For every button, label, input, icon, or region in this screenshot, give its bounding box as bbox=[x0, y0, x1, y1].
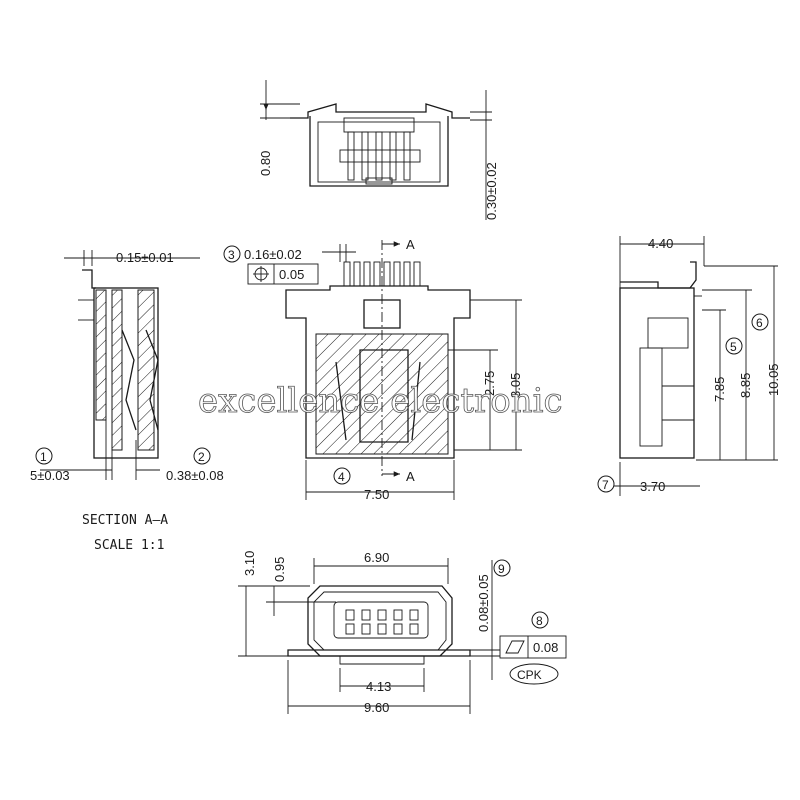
callout-1-label: 1 bbox=[40, 450, 47, 464]
cpk-badge bbox=[509, 663, 559, 685]
dim-690-label: 6.90 bbox=[364, 550, 389, 565]
callout-2 bbox=[193, 447, 211, 465]
callout-5-label: 5 bbox=[730, 340, 737, 354]
dim-095-label: 0.95 bbox=[272, 557, 287, 582]
dim-right-label: 0.38±0.08 bbox=[166, 468, 224, 483]
side-view: 4.40 7.85 8.85 10.05 5 6 7 3.70 bbox=[597, 236, 781, 496]
top-view-pins bbox=[339, 117, 421, 185]
cpk-label: CPK bbox=[517, 668, 542, 682]
section-caption: SECTION A–A bbox=[82, 513, 168, 528]
dim-960-label: 9.60 bbox=[364, 700, 389, 715]
dim-lead-label: 0.30±0.02 bbox=[484, 162, 499, 220]
callout-5 bbox=[725, 337, 743, 355]
callout-9 bbox=[493, 559, 511, 577]
callout-7-label: 7 bbox=[602, 478, 609, 492]
dim-height-label: 0.80 bbox=[258, 151, 273, 176]
flatness-symbol-icon bbox=[505, 640, 525, 654]
callout-3-label: 3 bbox=[228, 248, 235, 262]
dim-width-label: 7.50 bbox=[364, 487, 389, 502]
dim-310-label: 3.10 bbox=[242, 551, 257, 576]
dim-1005-label: 10.05 bbox=[766, 363, 781, 396]
scale-caption: SCALE 1:1 bbox=[94, 538, 164, 553]
dim-bottom-label: 3.70 bbox=[640, 479, 665, 494]
dim-785-label: 7.85 bbox=[712, 377, 727, 402]
top-view: 0.80 0.30±0.02 bbox=[258, 80, 499, 220]
flatness-tolerance-frame bbox=[499, 635, 567, 659]
callout-1 bbox=[35, 447, 53, 465]
dim-885-label: 8.85 bbox=[738, 373, 753, 398]
callout-7 bbox=[597, 475, 615, 493]
callout-6 bbox=[751, 313, 769, 331]
section-marker-top: A bbox=[406, 237, 415, 252]
dim-305-label: 3.05 bbox=[508, 373, 523, 398]
bottom-view: 6.90 3.10 0.95 0.08±0.05 9 8 0.08 CPK 4.… bbox=[238, 550, 567, 715]
callout-2-label: 2 bbox=[198, 450, 205, 464]
front-view: 3 0.16±0.02 0.05 A A bbox=[223, 237, 523, 502]
callout-3 bbox=[223, 245, 241, 263]
dim-008-label: 0.08±0.05 bbox=[476, 574, 491, 632]
dim-left-label: 5±0.03 bbox=[30, 468, 70, 483]
position-tolerance-value: 0.05 bbox=[279, 267, 304, 282]
dim-top-label: 4.40 bbox=[648, 236, 673, 251]
dim-pin-width-label: 0.16±0.02 bbox=[244, 247, 302, 262]
section-view: 0.15±0.01 1 2 5±0.03 0.38±0.08 SECTION A… bbox=[30, 250, 224, 553]
callout-8 bbox=[531, 611, 549, 629]
callout-8-label: 8 bbox=[536, 614, 543, 628]
callout-4 bbox=[333, 467, 351, 485]
dim-413-label: 4.13 bbox=[366, 679, 391, 694]
dim-thickness-label: 0.15±0.01 bbox=[116, 250, 174, 265]
position-tolerance-frame bbox=[247, 263, 319, 285]
dim-275-label: 2.75 bbox=[482, 371, 497, 396]
watermark: excellence electronic bbox=[198, 381, 563, 421]
bottom-view-pins bbox=[345, 609, 419, 635]
callout-9-label: 9 bbox=[498, 562, 505, 576]
callout-4-label: 4 bbox=[338, 470, 345, 484]
section-marker-bottom: A bbox=[406, 469, 415, 484]
callout-6-label: 6 bbox=[756, 316, 763, 330]
flatness-tolerance-value: 0.08 bbox=[533, 640, 558, 655]
